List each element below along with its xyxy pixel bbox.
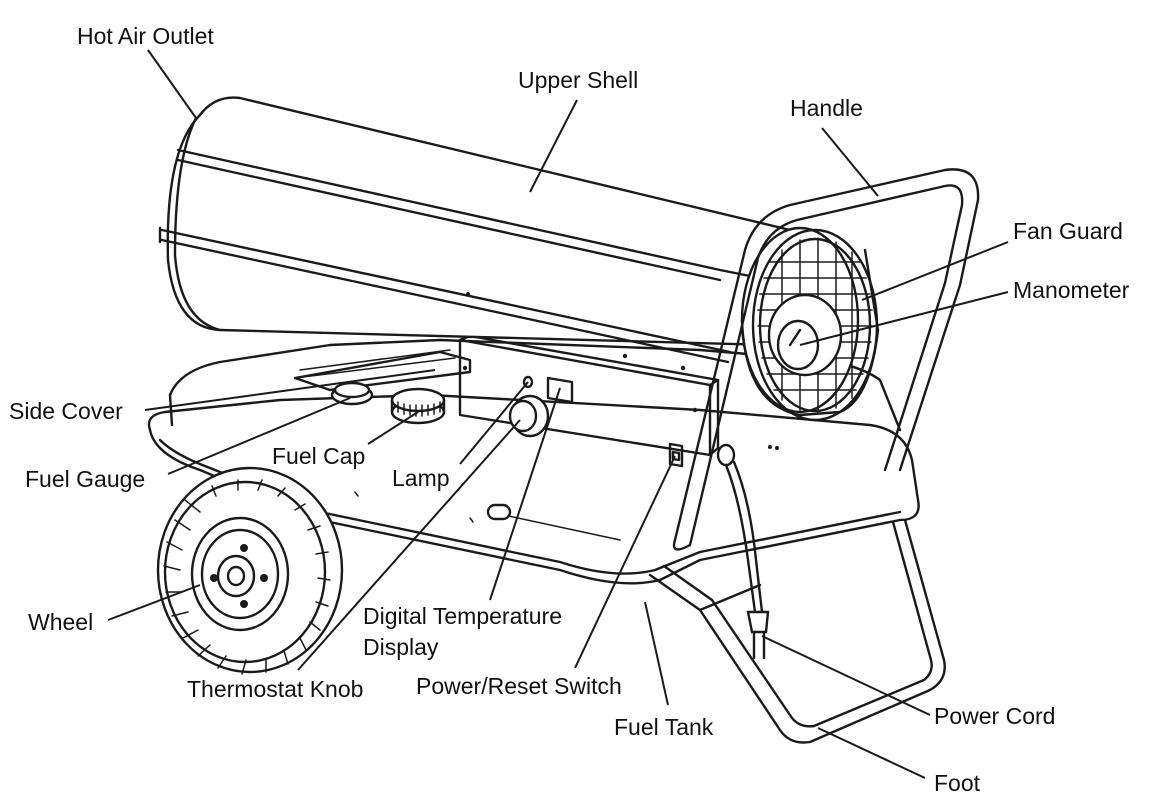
label-fan-guard: Fan Guard [1013, 218, 1123, 244]
label-fuel-gauge: Fuel Gauge [25, 466, 146, 492]
wheel-part [156, 466, 344, 675]
leader-digital-display [489, 387, 561, 601]
foot-frame [648, 518, 946, 744]
label-handle: Handle [790, 95, 863, 121]
label-fuel-tank: Fuel Tank [614, 714, 714, 740]
leader-lamp [459, 381, 529, 465]
label-power-reset-switch: Power/Reset Switch [416, 673, 622, 699]
label-digital-temperature-display-line1: Digital Temperature [363, 603, 563, 629]
handle-part [672, 168, 980, 551]
leader-wheel [107, 584, 201, 621]
leader-thermostat-knob [297, 419, 521, 671]
leader-fuel-cap [367, 411, 419, 445]
fuel-gauge-part [330, 381, 374, 406]
label-digital-temperature-display-line2: Display [363, 634, 439, 660]
leader-foot [817, 727, 926, 779]
label-hot-air-outlet: Hot Air Outlet [77, 23, 214, 49]
label-fuel-cap: Fuel Cap [272, 443, 366, 469]
label-foot: Foot [934, 770, 981, 796]
leader-upper-shell [529, 99, 578, 193]
label-power-cord: Power Cord [934, 703, 1056, 729]
leader-manometer [799, 291, 1009, 346]
thermostat-knob-part [508, 394, 550, 438]
fuel-cap-part [390, 387, 446, 425]
digital-display-part [546, 376, 574, 404]
label-lamp: Lamp [392, 465, 450, 491]
leader-lines [107, 49, 1009, 779]
label-upper-shell: Upper Shell [518, 67, 639, 93]
label-side-cover: Side Cover [9, 398, 123, 424]
side-cover [293, 350, 472, 392]
leader-fuel-gauge [167, 397, 351, 475]
leader-hot-air-outlet [147, 49, 197, 119]
control-box [458, 334, 720, 457]
leader-power-switch [574, 455, 676, 669]
manometer-part [767, 293, 843, 377]
leader-side-cover [144, 369, 436, 411]
label-manometer: Manometer [1013, 277, 1130, 303]
power-switch-part [668, 442, 684, 468]
leader-fan-guard [861, 241, 1009, 301]
fuel-tank [147, 338, 920, 585]
power-cord-part [716, 443, 779, 660]
leader-power-cord [761, 635, 931, 716]
label-wheel: Wheel [28, 609, 94, 635]
leader-fuel-tank [644, 601, 669, 706]
label-thermostat-knob: Thermostat Knob [187, 676, 364, 702]
leader-handle [821, 127, 879, 197]
upper-shell [158, 96, 815, 364]
